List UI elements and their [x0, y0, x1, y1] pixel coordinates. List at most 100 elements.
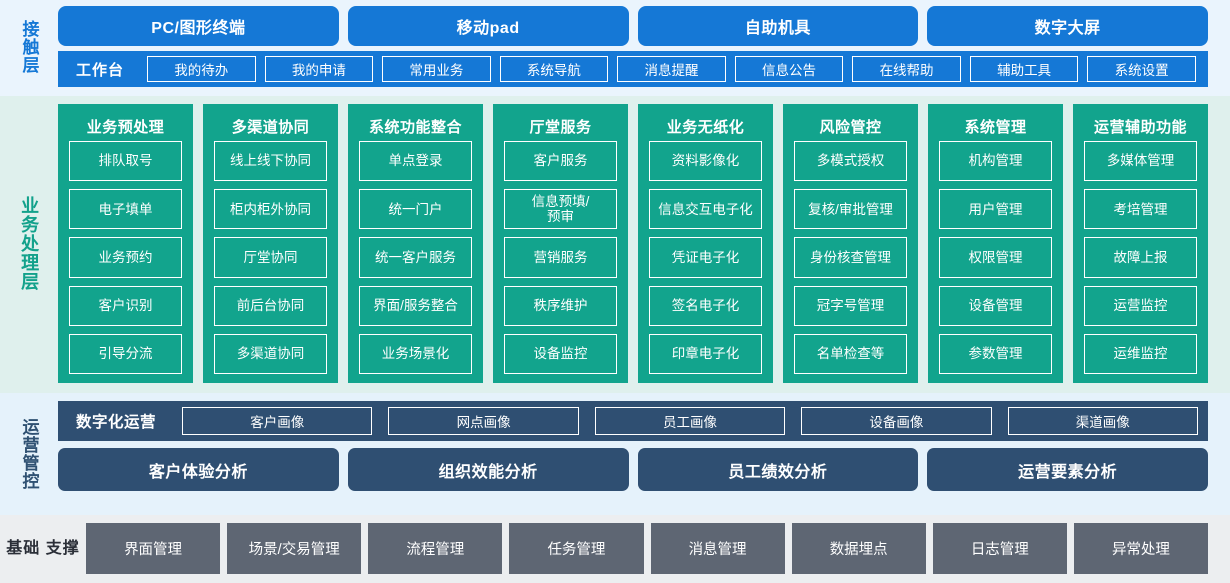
biz-item-review-approval[interactable]: 复核/审批管理 [794, 189, 907, 230]
biz-item-voucher-digital[interactable]: 凭证电子化 [649, 237, 762, 278]
biz-item-document-imaging[interactable]: 资料影像化 [649, 141, 762, 182]
workbench-item-announcement[interactable]: 信息公告 [734, 56, 844, 82]
touch-layer-band: 接触层 PC/图形终端 移动pad 自助机具 数字大屏 工作台 我的待办 我的申… [0, 0, 1230, 96]
workbench-item-system-nav[interactable]: 系统导航 [499, 56, 609, 82]
biz-item-seal-digital[interactable]: 印章电子化 [649, 333, 762, 375]
digital-operations-title: 数字化运营 [76, 414, 157, 431]
base-item-exception-handling[interactable]: 异常处理 [1073, 523, 1208, 574]
workbench-item-aux-tools[interactable]: 辅助工具 [969, 56, 1079, 82]
biz-item-identity-verification[interactable]: 身份核查管理 [794, 237, 907, 278]
operations-layer-body: 数字化运营 客户画像 网点画像 员工画像 设备画像 渠道画像 客户体验分析 组织… [58, 401, 1230, 506]
base-item-message-management[interactable]: 消息管理 [650, 523, 785, 574]
operations-layer-label: 运营管控 [19, 417, 39, 490]
biz-item-lobby-collab[interactable]: 厅堂协同 [214, 237, 327, 278]
workbench-row: 工作台 我的待办 我的申请 常用业务 系统导航 消息提醒 信息公告 在线帮助 辅… [58, 51, 1208, 87]
channel-pc[interactable]: PC/图形终端 [58, 6, 339, 46]
workbench-item-common-business[interactable]: 常用业务 [382, 56, 491, 82]
biz-item-business-scenario[interactable]: 业务场景化 [359, 333, 472, 375]
biz-item-counter-collab[interactable]: 柜内柜外协同 [214, 189, 327, 230]
biz-item-parameter-management[interactable]: 参数管理 [939, 333, 1052, 375]
biz-item-serial-number-mgmt[interactable]: 冠字号管理 [794, 285, 907, 326]
channel-self-service-kiosk[interactable]: 自助机具 [637, 6, 919, 46]
column-items: 多媒体管理 考培管理 故障上报 运营监控 运维监控 [1084, 141, 1197, 375]
operations-layer-band: 运营管控 数字化运营 客户画像 网点画像 员工画像 设备画像 渠道画像 客户体验… [0, 393, 1230, 515]
biz-item-order-maintenance[interactable]: 秩序维护 [504, 285, 617, 326]
column-title: 多渠道协同 [231, 118, 310, 136]
foundation-layer-body: 界面管理 场景/交易管理 流程管理 任务管理 消息管理 数据埋点 日志管理 异常… [86, 523, 1230, 574]
workbench-item-message-alert[interactable]: 消息提醒 [617, 56, 726, 82]
analysis-org-efficiency[interactable]: 组织效能分析 [347, 448, 629, 491]
biz-item-appointment[interactable]: 业务预约 [69, 237, 182, 278]
base-item-log-management[interactable]: 日志管理 [932, 523, 1067, 574]
analysis-row: 客户体验分析 组织效能分析 员工绩效分析 运营要素分析 [58, 448, 1208, 491]
biz-item-training-management[interactable]: 考培管理 [1084, 189, 1197, 230]
column-title: 厅堂服务 [529, 118, 592, 136]
portrait-branch[interactable]: 网点画像 [388, 407, 579, 435]
base-item-data-tracking[interactable]: 数据埋点 [791, 523, 926, 574]
biz-item-maintenance-monitoring[interactable]: 运维监控 [1084, 333, 1197, 375]
biz-item-multimedia-management[interactable]: 多媒体管理 [1084, 141, 1197, 182]
channel-mobile-pad[interactable]: 移动pad [347, 6, 629, 46]
biz-item-guidance-diversion[interactable]: 引导分流 [69, 333, 182, 375]
column-title: 系统功能整合 [368, 118, 462, 136]
biz-item-multichannel-collab[interactable]: 多渠道协同 [214, 333, 327, 375]
business-column-risk-control: 风险管控 多模式授权 复核/审批管理 身份核查管理 冠字号管理 名单检查等 [783, 104, 918, 383]
biz-item-front-back-collab[interactable]: 前后台协同 [214, 285, 327, 326]
biz-item-watchlist-check[interactable]: 名单检查等 [794, 333, 907, 375]
workbench-item-online-help[interactable]: 在线帮助 [852, 56, 961, 82]
column-title: 风险管控 [819, 118, 882, 136]
base-item-task-management[interactable]: 任务管理 [509, 523, 644, 574]
column-items: 排队取号 电子填单 业务预约 客户识别 引导分流 [69, 141, 182, 375]
biz-item-e-form[interactable]: 电子填单 [69, 189, 182, 230]
biz-item-user-management[interactable]: 用户管理 [939, 189, 1052, 230]
portrait-device[interactable]: 设备画像 [801, 407, 992, 435]
biz-item-device-management[interactable]: 设备管理 [939, 285, 1052, 326]
business-layer-body: 业务预处理 排队取号 电子填单 业务预约 客户识别 引导分流 多渠道协同 线上线… [58, 104, 1230, 383]
base-item-process-management[interactable]: 流程管理 [368, 523, 503, 574]
channel-row: PC/图形终端 移动pad 自助机具 数字大屏 [58, 6, 1208, 46]
biz-item-ui-service-integration[interactable]: 界面/服务整合 [359, 285, 472, 326]
workbench-item-my-application[interactable]: 我的申请 [264, 56, 374, 82]
base-item-scenario-transaction[interactable]: 场景/交易管理 [227, 523, 362, 574]
biz-item-org-management[interactable]: 机构管理 [939, 141, 1052, 182]
foundation-layer-label: 基础 支撑 [6, 539, 80, 557]
biz-item-fault-reporting[interactable]: 故障上报 [1084, 237, 1197, 278]
workbench-item-system-settings[interactable]: 系统设置 [1087, 56, 1196, 82]
foundation-layer-band: 基础 支撑 界面管理 场景/交易管理 流程管理 任务管理 消息管理 数据埋点 日… [0, 515, 1230, 583]
biz-item-queue-number[interactable]: 排队取号 [69, 141, 182, 182]
portrait-customer[interactable]: 客户画像 [182, 407, 373, 435]
business-layer-label: 业务处理层 [19, 196, 40, 291]
biz-item-pre-fill-review[interactable]: 信息预填/ 预审 [504, 189, 617, 230]
biz-item-unified-portal[interactable]: 统一门户 [359, 189, 472, 230]
biz-item-unified-customer-service[interactable]: 统一客户服务 [359, 237, 472, 278]
biz-item-marketing-service[interactable]: 营销服务 [504, 237, 617, 278]
biz-item-single-sign-on[interactable]: 单点登录 [359, 141, 472, 182]
business-column-system-management: 系统管理 机构管理 用户管理 权限管理 设备管理 参数管理 [928, 104, 1063, 383]
base-item-ui-management[interactable]: 界面管理 [86, 523, 221, 574]
biz-item-permission-management[interactable]: 权限管理 [939, 237, 1052, 278]
analysis-operation-factors[interactable]: 运营要素分析 [927, 448, 1208, 491]
biz-item-operation-monitoring[interactable]: 运营监控 [1084, 285, 1197, 326]
portrait-channel[interactable]: 渠道画像 [1007, 407, 1198, 435]
column-items: 资料影像化 信息交互电子化 凭证电子化 签名电子化 印章电子化 [649, 141, 762, 375]
biz-item-info-exchange-digital[interactable]: 信息交互电子化 [649, 189, 762, 230]
column-title: 业务无纸化 [666, 118, 745, 136]
biz-item-customer-service[interactable]: 客户服务 [504, 141, 617, 182]
business-column-operation-support: 运营辅助功能 多媒体管理 考培管理 故障上报 运营监控 运维监控 [1073, 104, 1208, 383]
biz-item-multimode-authorization[interactable]: 多模式授权 [794, 141, 907, 182]
workbench-item-my-todo[interactable]: 我的待办 [147, 56, 256, 82]
business-column-lobby-service: 厅堂服务 客户服务 信息预填/ 预审 营销服务 秩序维护 设备监控 [493, 104, 628, 383]
biz-item-customer-identify[interactable]: 客户识别 [69, 285, 182, 326]
channel-digital-screen[interactable]: 数字大屏 [927, 6, 1208, 46]
column-items: 多模式授权 复核/审批管理 身份核查管理 冠字号管理 名单检查等 [794, 141, 907, 375]
analysis-employee-performance[interactable]: 员工绩效分析 [637, 448, 919, 491]
biz-item-signature-digital[interactable]: 签名电子化 [649, 285, 762, 326]
business-column-multichannel: 多渠道协同 线上线下协同 柜内柜外协同 厅堂协同 前后台协同 多渠道协同 [203, 104, 338, 383]
portrait-employee[interactable]: 员工画像 [594, 407, 786, 435]
touch-layer-body: PC/图形终端 移动pad 自助机具 数字大屏 工作台 我的待办 我的申请 常用… [58, 6, 1230, 88]
analysis-customer-experience[interactable]: 客户体验分析 [58, 448, 339, 491]
biz-item-device-monitoring[interactable]: 设备监控 [504, 333, 617, 375]
column-title: 业务预处理 [86, 118, 165, 136]
biz-item-online-offline-collab[interactable]: 线上线下协同 [214, 141, 327, 182]
